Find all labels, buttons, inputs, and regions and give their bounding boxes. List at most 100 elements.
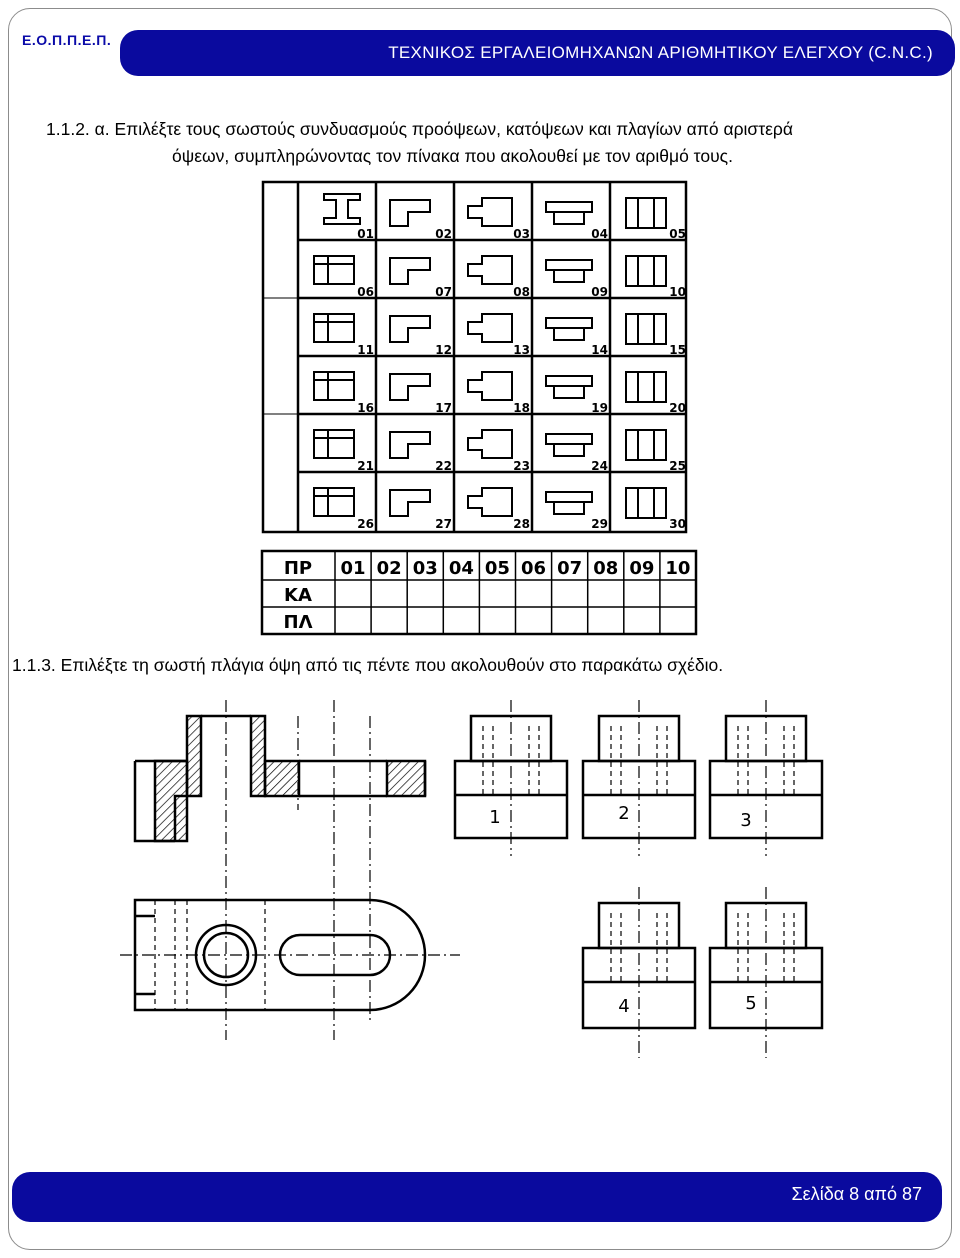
grid-label: 03 <box>513 227 530 241</box>
view-sketch <box>467 429 513 459</box>
grid-label: 01 <box>357 227 374 241</box>
option-number: 5 <box>745 993 756 1014</box>
table-column-label: 09 <box>629 558 654 579</box>
grid-label: 19 <box>591 401 608 415</box>
view-sketch <box>545 375 593 399</box>
grid-label: 12 <box>435 343 452 357</box>
table-column-label: 04 <box>449 558 474 579</box>
view-sketch <box>467 255 513 285</box>
table-column-label: 10 <box>665 558 690 579</box>
view-sketch <box>467 313 513 343</box>
grid-label: 26 <box>357 517 374 531</box>
page-frame <box>8 8 952 1250</box>
grid-label: 21 <box>357 459 374 473</box>
plan-hidden-lines <box>154 900 266 1010</box>
view-sketch <box>625 487 667 519</box>
grid-labels: 01 02 03 04 05 06 07 08 09 10 11 12 13 14 15 16 17 18 19 20… <box>357 227 686 531</box>
grid-label: 27 <box>435 517 452 531</box>
grid-label: 17 <box>435 401 452 415</box>
grid-label: 05 <box>669 227 686 241</box>
grid-label: 20 <box>669 401 686 415</box>
view-sketch <box>313 371 355 401</box>
view-sketch <box>545 433 593 457</box>
table-row-label: ΠΛ <box>284 612 313 633</box>
grid-label: 16 <box>357 401 374 415</box>
side-view-option[interactable] <box>708 700 824 856</box>
view-sketch <box>389 315 431 343</box>
table-column-label: 07 <box>557 558 582 579</box>
grid-label: 11 <box>357 343 374 357</box>
grid-label: 22 <box>435 459 452 473</box>
grid-label: 04 <box>591 227 608 241</box>
view-sketch <box>389 489 431 517</box>
view-sketch <box>389 199 431 227</box>
question-2-text: 1.1.3. Επιλέξτε τη σωστή πλάγια όψη από … <box>12 655 724 675</box>
view-sketch <box>389 373 431 401</box>
view-sketch <box>313 313 355 343</box>
table-row-label: ΠΡ <box>284 558 312 579</box>
grid-label: 18 <box>513 401 530 415</box>
question-1-line-1: 1.1.2. α. Επιλέξτε τους σωστούς συνδυασμ… <box>46 119 793 139</box>
footer-bar: Σελίδα 8 από 87 <box>12 1172 942 1222</box>
table-column-label: 06 <box>521 558 546 579</box>
side-view-option[interactable] <box>453 700 569 856</box>
grid-label: 30 <box>669 517 686 531</box>
grid-shapes <box>313 193 667 519</box>
view-sketch <box>545 317 593 341</box>
grid-label: 15 <box>669 343 686 357</box>
question-1-line-2: όψεων, συμπληρώνοντας τον πίνακα που ακο… <box>172 146 733 166</box>
grid-label: 14 <box>591 343 608 357</box>
view-sketch <box>389 431 431 459</box>
view-sketch <box>545 491 593 515</box>
view-sketch <box>545 259 593 283</box>
view-sketch <box>545 201 593 225</box>
view-sketch <box>323 193 361 225</box>
grid-label: 28 <box>513 517 530 531</box>
grid-label: 13 <box>513 343 530 357</box>
view-sketch <box>625 313 667 345</box>
view-sketch <box>467 197 513 227</box>
view-sketch <box>313 487 355 517</box>
side-view-options <box>453 700 824 1058</box>
section-view <box>133 714 427 843</box>
table-row-label: ΚΑ <box>284 585 312 606</box>
option-number: 1 <box>489 807 500 828</box>
grid-label: 08 <box>513 285 530 299</box>
view-sketch <box>313 429 355 459</box>
table-column-label: 01 <box>341 558 366 579</box>
table-column-label: 05 <box>485 558 510 579</box>
view-sketch <box>467 371 513 401</box>
section-centerlines <box>120 700 460 1040</box>
side-view-option[interactable] <box>708 887 824 1058</box>
grid-label: 24 <box>591 459 608 473</box>
view-sketch <box>625 371 667 403</box>
grid-label: 07 <box>435 285 452 299</box>
side-view-option[interactable] <box>581 887 697 1058</box>
side-view-option-labels: 1 2 3 4 5 <box>489 803 756 1017</box>
table-column-label: 02 <box>377 558 402 579</box>
grid-label: 09 <box>591 285 608 299</box>
option-number: 2 <box>618 803 629 824</box>
page-number: Σελίδα 8 από 87 <box>791 1184 922 1204</box>
view-sketch <box>389 257 431 285</box>
header-bar: ΤΕΧΝΙΚΟΣ ΕΡΓΑΛΕΙΟΜΗΧΑΝΩΝ ΑΡΙΘΜΗΤΙΚΟΥ ΕΛΕ… <box>120 30 955 76</box>
view-sketch <box>467 487 513 517</box>
org-name: Ε.Ο.Π.Π.Ε.Π. <box>22 32 112 48</box>
grid-label: 10 <box>669 285 686 299</box>
option-number: 3 <box>740 810 751 831</box>
view-sketch <box>313 255 355 285</box>
grid-label: 23 <box>513 459 530 473</box>
grid-label: 06 <box>357 285 374 299</box>
option-number: 4 <box>618 996 629 1017</box>
views-grid <box>261 180 688 534</box>
view-sketch <box>625 255 667 287</box>
table-column-label: 03 <box>413 558 438 579</box>
header-title: ΤΕΧΝΙΚΟΣ ΕΡΓΑΛΕΙΟΜΗΧΑΝΩΝ ΑΡΙΘΜΗΤΙΚΟΥ ΕΛΕ… <box>388 43 933 62</box>
view-sketch <box>625 429 667 461</box>
grid-label: 25 <box>669 459 686 473</box>
side-view-option[interactable] <box>581 700 697 856</box>
grid-label: 02 <box>435 227 452 241</box>
grid-label: 29 <box>591 517 608 531</box>
